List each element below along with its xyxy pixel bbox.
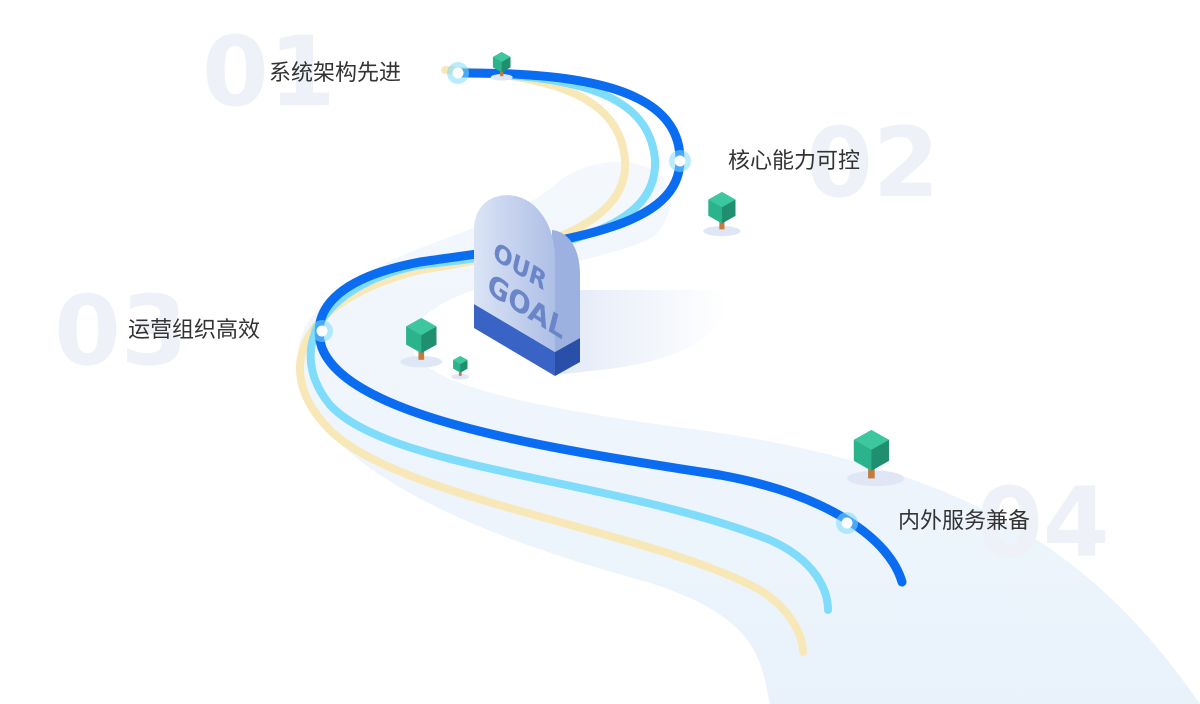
milestone-label-01: 系统架构先进: [269, 61, 401, 86]
goal-shadow: [555, 290, 725, 375]
tree-icon: [703, 192, 741, 237]
milestone-label-03: 运营组织高效: [128, 318, 260, 343]
tree-icon: [490, 52, 513, 81]
path-tertiary: [296, 66, 807, 656]
background-road: [298, 161, 1200, 704]
goal-stone: OUR GOAL: [474, 195, 580, 376]
milestone-number-03: 03: [54, 275, 188, 387]
milestone-label-04: 内外服务兼备: [898, 509, 1030, 534]
tree-icon: [400, 318, 443, 368]
milestone-dot-03: [311, 320, 333, 342]
milestone-number-04: 04: [976, 467, 1110, 579]
milestone-dot-01: [447, 62, 469, 84]
milestone-dot-04: [836, 512, 858, 534]
milestone-number-01: 01: [202, 16, 336, 128]
path-primary: [314, 68, 907, 587]
milestone-dot-02: [669, 150, 691, 172]
tree-icon: [451, 356, 470, 380]
milestone-label-02: 核心能力可控: [728, 149, 860, 174]
tree-icon: [847, 430, 905, 487]
milestone-number-02: 02: [806, 107, 940, 219]
